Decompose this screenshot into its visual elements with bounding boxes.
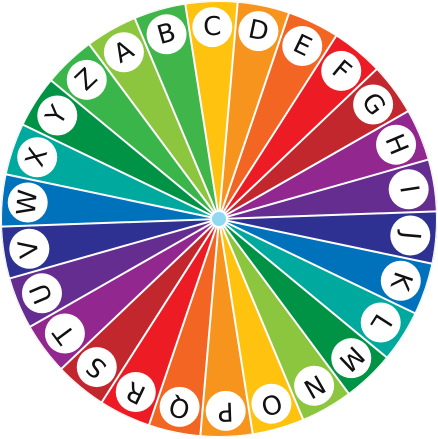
wheel-letter: P	[217, 396, 234, 427]
wheel-label-c: C	[192, 7, 233, 48]
wheel-label-u: U	[21, 273, 62, 314]
wheel-label-r: R	[115, 372, 156, 413]
wheel-label-circle	[353, 84, 394, 125]
wheel-label-circle	[282, 25, 323, 66]
wheel-segment-u[interactable]	[9, 219, 220, 327]
wheel-label-circle	[205, 390, 246, 431]
wheel-divider	[1, 218, 220, 228]
wheel-label-m: M	[331, 338, 372, 379]
wheel-label-circle	[251, 383, 292, 424]
wheel-label-circle	[294, 365, 335, 406]
wheel-divider	[218, 218, 416, 315]
wheel-label-circle	[388, 169, 429, 210]
wheel-segment-x[interactable]	[5, 124, 220, 219]
wheel-label-g: G	[353, 84, 394, 125]
wheel-letter: V	[13, 237, 45, 259]
wheel-divider	[184, 3, 220, 220]
wheel-label-a: A	[103, 32, 144, 73]
wheel-label-p: P	[205, 390, 246, 431]
wheel-label-circle	[7, 182, 48, 223]
wheel-label-circle	[192, 7, 233, 48]
wheel-segment-c[interactable]	[185, 0, 238, 219]
wheel-divider	[218, 218, 388, 359]
wheel-label-circle	[115, 372, 156, 413]
wheel-divider	[29, 218, 220, 328]
wheel-label-v: V	[9, 228, 50, 269]
wheel-label-z: Z	[66, 59, 107, 100]
wheel-label-circle	[17, 137, 58, 178]
wheel-divider	[199, 218, 220, 437]
wheel-divider	[218, 218, 254, 435]
wheel-label-circle	[238, 11, 279, 52]
wheel-label-circle	[331, 338, 372, 379]
wheel-label-circle	[360, 302, 401, 343]
wheel-divider	[50, 79, 220, 220]
wheel-divider	[218, 34, 338, 220]
wheel-label-j: J	[390, 215, 431, 256]
wheel-divider	[100, 218, 220, 404]
wheel-divider	[88, 43, 220, 220]
wheel-label-l: L	[360, 302, 401, 343]
wheel-divider	[5, 173, 220, 220]
wheel-label-circle	[321, 50, 362, 91]
wheel-label-circle	[66, 59, 107, 100]
wheel-letter: W	[12, 188, 44, 216]
wheel-label-s: S	[76, 347, 117, 388]
wheel-divider	[147, 218, 220, 426]
wheel-divider	[218, 158, 429, 220]
wheel-divider	[218, 110, 409, 220]
wheel-label-circle	[21, 273, 62, 314]
wheel-segment-o[interactable]	[219, 219, 304, 435]
wheel-label-circle	[37, 95, 78, 136]
wheel-label-i: I	[388, 169, 429, 210]
wheel-label-y: Y	[37, 95, 78, 136]
wheel-label-k: K	[380, 260, 421, 301]
wheel-label-x: X	[17, 137, 58, 178]
wheel-label-circle	[376, 124, 417, 165]
wheel-label-circle	[146, 14, 187, 55]
wheel-segment-h[interactable]	[219, 111, 429, 219]
wheel-label-circle	[9, 228, 50, 269]
wheel-label-b: B	[146, 14, 187, 55]
wheel-segment-j[interactable]	[219, 211, 438, 264]
wheel-divider	[218, 218, 305, 421]
wheel-label-circle	[390, 215, 431, 256]
wheel-hub[interactable]	[210, 210, 228, 228]
wheel-label-n: N	[294, 365, 335, 406]
wheel-label-w: W	[7, 182, 48, 223]
wheel-divider	[218, 68, 378, 220]
wheel-label-f: F	[321, 50, 362, 91]
wheel-label-q: Q	[159, 386, 200, 427]
wheel-divider	[218, 218, 433, 265]
wheel-label-circle	[44, 313, 85, 354]
wheel-letter: J	[395, 228, 426, 240]
wheel-divider	[218, 218, 350, 395]
wheel-label-h: H	[376, 124, 417, 165]
wheel-label-t: T	[44, 313, 85, 354]
wheel-label-circle	[159, 386, 200, 427]
wheel-label-o: O	[251, 383, 292, 424]
wheel-label-circle	[76, 347, 117, 388]
wheel-letter: C	[203, 12, 222, 43]
wheel-label-d: D	[238, 11, 279, 52]
wheel-divider	[218, 12, 291, 220]
wheel-divider	[9, 218, 220, 280]
wheel-divider	[22, 123, 220, 220]
wheel-segment-k[interactable]	[219, 219, 433, 314]
wheel-label-e: E	[282, 25, 323, 66]
wheel-divider	[218, 210, 437, 220]
wheel-segment-w[interactable]	[0, 174, 220, 227]
wheel-label-circle	[103, 32, 144, 73]
wheel-segment-p[interactable]	[200, 219, 253, 438]
wheel-divider	[218, 1, 239, 220]
wheel-divider	[133, 17, 220, 220]
wheel-segment-b[interactable]	[134, 3, 219, 220]
wheel-label-circle	[380, 260, 421, 301]
wheel-divider	[60, 218, 220, 370]
